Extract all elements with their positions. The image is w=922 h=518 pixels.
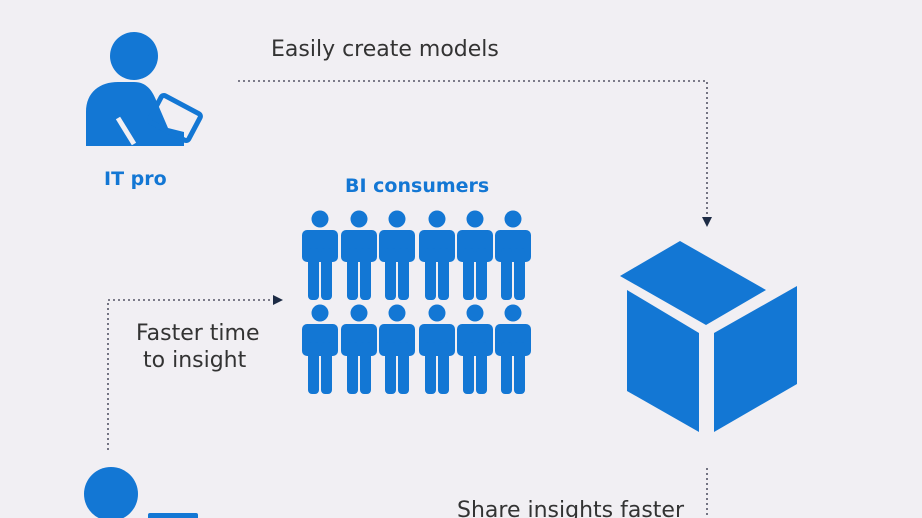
label-share-insights-faster: Share insights faster [457,498,684,518]
label-bi-consumers: BI consumers [345,175,490,197]
person-with-laptop-icon [84,467,198,518]
cube-icon [620,241,797,432]
connector-create-models [238,80,712,227]
person-with-tablet-icon [86,32,203,146]
people-group-icon [302,210,531,394]
label-faster-time-line1: Faster time [136,321,260,346]
connector-faster-insight [107,295,283,450]
label-easily-create-models: Easily create models [271,37,499,62]
label-faster-time-line2: to insight [143,348,247,373]
label-it-pro: IT pro [104,168,167,190]
